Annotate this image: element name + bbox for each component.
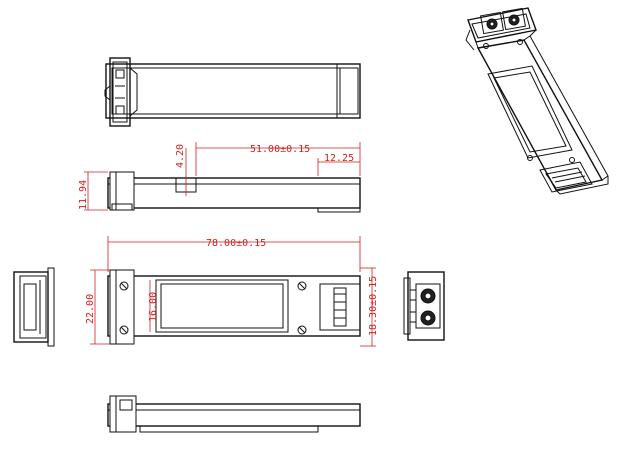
screw-bottom-right	[297, 325, 307, 335]
screw-top-left	[119, 281, 129, 291]
side-view: 51.00±0.15 4.20 12.25 11.94	[78, 142, 361, 213]
isometric-view	[465, 7, 609, 195]
dim-label-width: 16.00	[148, 280, 159, 332]
dim-tail-length-label: 12.25	[324, 153, 354, 164]
dim-total-length: 78.00±0.15	[107, 236, 361, 272]
plan-view: 78.00±0.15 22.00 16.00 18.30±0.15	[85, 236, 379, 347]
dim-latch-height: 4.20	[175, 144, 187, 196]
bottom-side-view	[107, 395, 361, 433]
screw-top-right	[297, 281, 307, 291]
dim-shield-length-label: 51.00±0.15	[250, 144, 310, 155]
dim-connector-width: 18.30±0.15	[360, 267, 379, 347]
dim-label-width-label: 16.00	[148, 292, 159, 322]
screw-bottom-left	[119, 325, 129, 335]
dim-total-width-label: 22.00	[85, 294, 96, 324]
dim-side-height: 11.94	[78, 171, 108, 211]
dim-latch-height-label: 4.20	[175, 144, 186, 168]
dim-side-height-label: 11.94	[78, 180, 89, 210]
top-view	[104, 57, 361, 127]
dim-shield-length: 51.00±0.15	[195, 142, 361, 176]
dim-total-length-label: 78.00±0.15	[206, 238, 266, 249]
dim-connector-width-label: 18.30±0.15	[368, 276, 379, 336]
right-end-view	[403, 271, 445, 341]
left-end-view	[13, 267, 55, 347]
dim-tail-length: 12.25	[317, 153, 360, 176]
dim-total-width: 22.00	[85, 269, 110, 345]
